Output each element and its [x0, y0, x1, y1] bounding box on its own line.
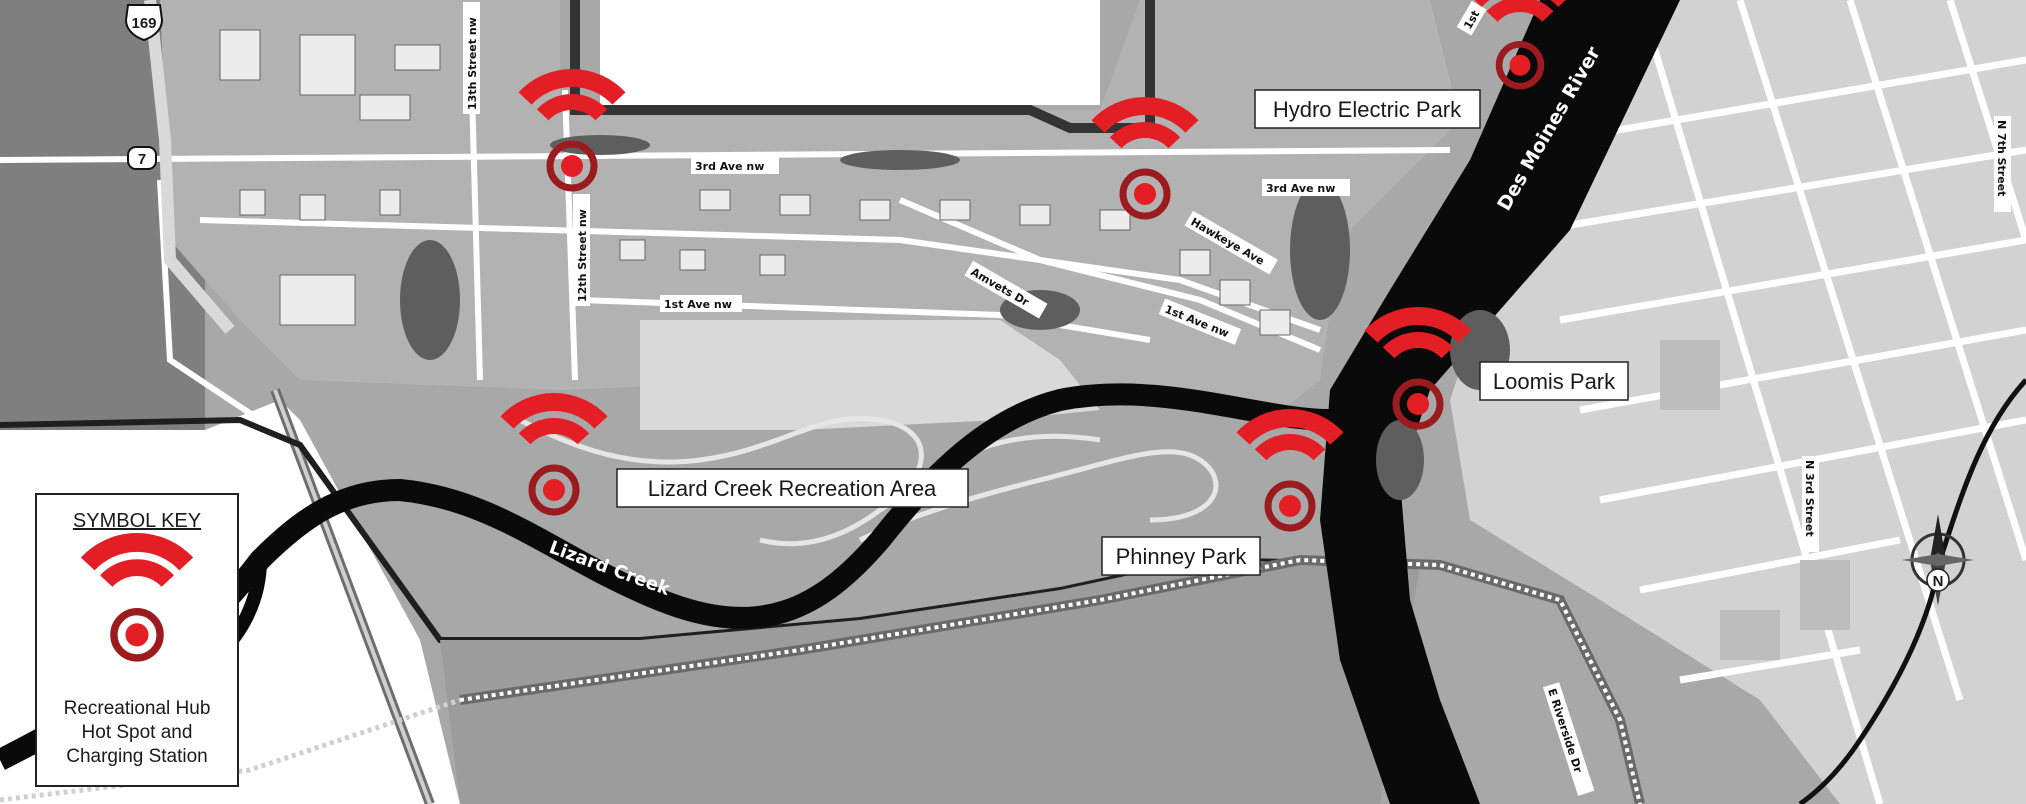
phinney-park-label: Phinney Park [1116, 544, 1248, 569]
symbol-key-wifi-hotspot-icon [80, 533, 194, 662]
hotspot-hawkeye-ave-icon[interactable] [1091, 97, 1199, 220]
railway-southwest [0, 697, 461, 803]
hotspot-lizard-creek-icon[interactable] [500, 393, 608, 516]
hydro-electric-park-callout[interactable]: Hydro Electric Park [1254, 89, 1481, 129]
us-169-label: 169 [131, 15, 156, 32]
n-7th-street-label: N 7th Street [1995, 120, 2008, 196]
phinney-park-callout[interactable]: Phinney Park [1101, 536, 1261, 576]
lower-land [440, 560, 1420, 804]
downtown-street-grid [1539, 0, 2026, 804]
highway-169-road [144, 0, 235, 334]
route-7-shield: 7 [127, 146, 157, 170]
symbol-key-title: SYMBOL KEY [73, 510, 201, 532]
compass-rose-icon: N [1902, 514, 1974, 606]
lizard-creek [0, 383, 1331, 770]
symbol-key-hotspot-icon [80, 533, 194, 662]
hydro-electric-park-label: Hydro Electric Park [1273, 97, 1462, 122]
downtown-blocks [1660, 340, 1850, 660]
hotspot-north-river-icon[interactable] [1474, 0, 1566, 90]
loomis-park-callout[interactable]: Loomis Park [1479, 361, 1629, 401]
first-ave-west-label: 1st Ave nw [664, 298, 732, 311]
hotspot-13th-street-icon[interactable] [518, 69, 626, 192]
railway-west-inner [273, 389, 432, 804]
hotspot-phinney-park-icon[interactable] [1236, 409, 1344, 532]
thirteenth-street-label: 13th Street nw [466, 17, 479, 110]
buildings [219, 29, 1291, 336]
lizard-creek-recreation-area-label: Lizard Creek Recreation Area [648, 476, 937, 501]
east-creek [1798, 378, 2026, 804]
third-ave-east-label: 3rd Ave nw [1266, 182, 1335, 195]
des-moines-river [1320, 0, 1680, 804]
loomis-park-label: Loomis Park [1493, 369, 1616, 394]
us-169-shield: 169 [124, 4, 164, 42]
lizard-creek-recreation-area-callout[interactable]: Lizard Creek Recreation Area [616, 468, 969, 508]
downtown-east-land [1450, 0, 2026, 804]
route-7-label: 7 [138, 151, 146, 168]
industrial-site-white [600, 0, 1100, 105]
symbol-key: SYMBOL KEY Recreational Hub Hot Spot and… [35, 493, 239, 787]
open-field [640, 320, 1100, 430]
symbol-key-line-1: Recreational Hub [64, 698, 211, 719]
n-3rd-street-label: N 3rd Street [1803, 460, 1816, 537]
symbol-key-line-2: Hot Spot and [82, 722, 193, 743]
street-labels: 13th Street nw 12th Street nw 3rd Ave nw… [463, 0, 2011, 796]
third-ave-west-label: 3rd Ave nw [695, 160, 764, 173]
twelfth-street-label: 12th Street nw [576, 209, 589, 302]
symbol-key-line-3: Charging Station [66, 746, 208, 767]
hotspot-loomis-park-icon[interactable] [1364, 307, 1472, 430]
compass-north-label: N [1933, 573, 1944, 590]
